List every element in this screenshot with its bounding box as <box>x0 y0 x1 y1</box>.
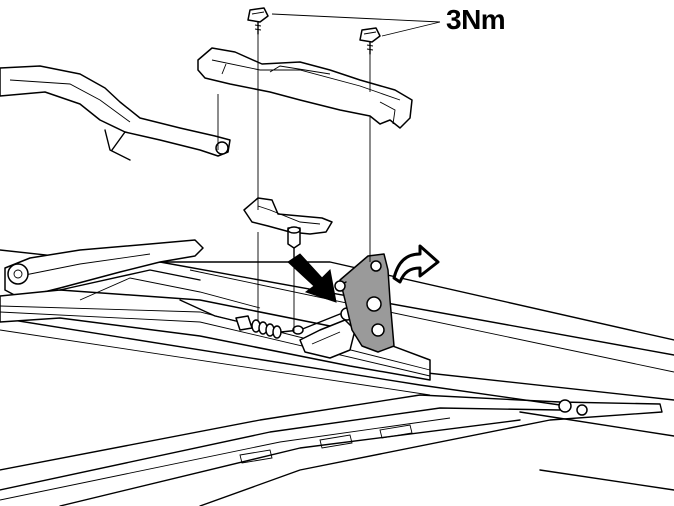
torque-leader-lines <box>271 13 441 37</box>
lifter-bracket <box>334 253 395 353</box>
screw-left <box>247 7 269 35</box>
clip-bracket <box>243 197 333 259</box>
curved-arrow-icon <box>392 244 440 284</box>
assembly-guide-lines <box>217 34 371 332</box>
guide-cover <box>197 47 413 129</box>
guide-rail <box>0 269 431 381</box>
torque-label: 3Nm <box>446 4 506 35</box>
arm-pivot-front <box>7 263 29 285</box>
cable-spring <box>251 319 282 339</box>
glass-panel-rail <box>0 394 663 506</box>
slide-shoe <box>299 307 356 359</box>
rail-bolt <box>558 399 572 413</box>
lifting-arm-upper <box>0 65 231 161</box>
arm-pivot <box>215 141 229 155</box>
arrow-icon <box>287 253 337 303</box>
rail-bolt <box>576 404 588 416</box>
screw-right <box>359 27 381 55</box>
drive-cable <box>179 299 341 339</box>
